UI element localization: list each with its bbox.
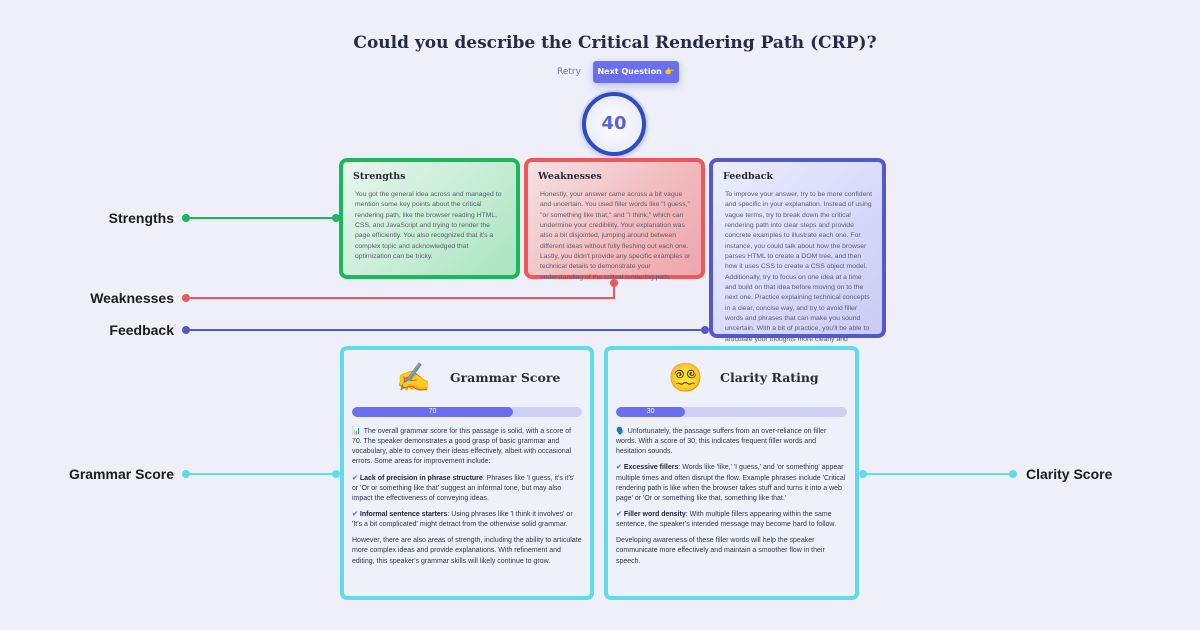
grammar-progress-bar: 70: [352, 407, 582, 417]
grammar-progress-fill: 70: [352, 407, 513, 417]
label-clarity-score: Clarity Score: [1026, 466, 1113, 482]
grammar-point-1: ✔Lack of precision in phrase structure: …: [352, 474, 575, 502]
weaknesses-title: Weaknesses: [538, 171, 602, 182]
speaking-head-icon: 🗣️: [616, 428, 625, 435]
clarity-progress-bar: 30: [616, 407, 847, 417]
grammar-header: ✍️ Grammar Score: [352, 358, 582, 404]
grammar-point-2: ✔Informal sentence starters: Using phras…: [352, 510, 573, 529]
strengths-card: Strengths You got the general idea acros…: [339, 158, 520, 279]
clarity-rating-card: 😵‍💫 Clarity Rating 30 🗣️Unfortunately, t…: [604, 346, 859, 600]
clarity-point-1: ✔Excessive fillers: Words like 'like,' '…: [616, 464, 846, 502]
weaknesses-card: Weaknesses Honestly, your answer came ac…: [524, 158, 705, 281]
grammar-closing: However, there are also areas of strengt…: [352, 537, 582, 565]
check-icon: ✔: [616, 510, 622, 518]
label-feedback: Feedback: [109, 322, 174, 338]
clarity-point-2: ✔Filler word density: With multiple fill…: [616, 510, 837, 529]
grammar-score-card: ✍️ Grammar Score 70 📊The overall grammar…: [340, 346, 594, 600]
clarity-title: Clarity Rating: [720, 370, 819, 385]
clarity-body: 🗣️Unfortunately, the passage suffers fro…: [616, 427, 847, 567]
label-weaknesses: Weaknesses: [90, 290, 174, 306]
feedback-title: Feedback: [723, 171, 774, 182]
grammar-connector: [182, 470, 340, 478]
grammar-intro: 📊The overall grammar score for this pass…: [352, 428, 572, 466]
clarity-header: 😵‍💫 Clarity Rating: [616, 358, 847, 404]
feedback-text: To improve your answer, try to be more c…: [725, 191, 872, 363]
strengths-connector: [182, 214, 340, 222]
overall-score-value: 40: [601, 113, 627, 134]
feedback-card: Feedback To improve your answer, try to …: [709, 158, 886, 363]
clarity-progress-fill: 30: [616, 407, 686, 417]
feedback-connector: [182, 326, 709, 334]
next-question-button[interactable]: Next Question 👉: [593, 61, 679, 83]
dizzy-face-icon: 😵‍💫: [668, 362, 703, 393]
clarity-connector: [859, 470, 1017, 478]
weaknesses-text: Honestly, your answer came across a bit …: [540, 191, 691, 281]
overall-score-badge: 40: [582, 92, 646, 156]
strengths-title: Strengths: [353, 171, 406, 182]
check-icon: ✔: [352, 510, 358, 518]
check-icon: ✔: [616, 464, 622, 472]
clarity-intro: 🗣️Unfortunately, the passage suffers fro…: [616, 428, 827, 456]
retry-button[interactable]: Retry: [557, 67, 581, 77]
bar-chart-icon: 📊: [352, 428, 361, 435]
clarity-closing: Developing awareness of these filler wor…: [616, 537, 825, 565]
grammar-title: Grammar Score: [450, 370, 561, 385]
label-strengths: Strengths: [108, 210, 174, 226]
check-icon: ✔: [352, 474, 358, 482]
page-title: Could you describe the Critical Renderin…: [353, 33, 877, 53]
writing-hand-icon: ✍️: [396, 362, 431, 393]
strengths-text: You got the general idea across and mana…: [355, 191, 502, 260]
label-grammar-score: Grammar Score: [68, 466, 174, 482]
grammar-body: 📊The overall grammar score for this pass…: [352, 427, 582, 567]
